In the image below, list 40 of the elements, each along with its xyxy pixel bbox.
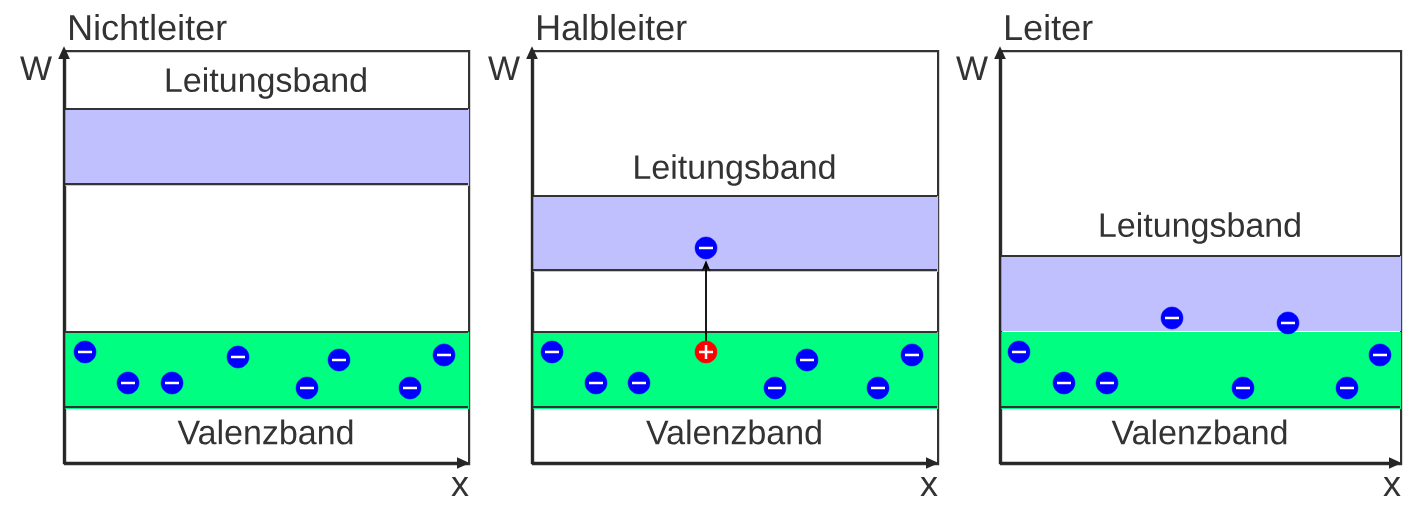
panel-title: Halbleiter [538, 13, 687, 41]
electron-symbol [295, 376, 319, 400]
band-label: Leitungsband [635, 154, 835, 186]
hole-symbol [694, 340, 718, 364]
electron-symbol [1368, 343, 1392, 367]
electron-symbol [763, 376, 787, 400]
electron-symbol [116, 371, 140, 395]
band-label: Leitungsband [166, 67, 366, 99]
electron-symbol [866, 376, 890, 400]
electron-symbol [1335, 376, 1359, 400]
band-label: Valenzband [177, 419, 353, 445]
electron-symbol [1052, 371, 1076, 395]
electron-symbol [627, 371, 651, 395]
electron-symbol [327, 348, 351, 372]
axis-label: W [488, 56, 520, 80]
electron-symbol [1276, 311, 1300, 335]
axis-label: x [451, 477, 469, 496]
electron-symbol [160, 371, 184, 395]
band-label: Valenzband [646, 419, 821, 445]
electron-symbol [226, 345, 250, 369]
axis-label: W [20, 56, 52, 80]
electron-symbol [398, 376, 422, 400]
electron-symbol [1007, 340, 1031, 364]
electron-symbol [1160, 306, 1184, 330]
electron-symbol [900, 343, 924, 367]
band-label: Valenzband [1111, 419, 1287, 445]
panel-title: Leiter [1006, 13, 1093, 41]
axis-label: x [1383, 477, 1401, 496]
electron-symbol [795, 348, 819, 372]
electron-symbol [540, 340, 564, 364]
electron-symbol [1231, 376, 1255, 400]
band-label: Leitungsband [1100, 212, 1300, 244]
axis-label: W [956, 56, 988, 80]
panel-title: Nichtleiter [70, 13, 227, 41]
electron-symbol [584, 371, 608, 395]
axis-label: x [920, 477, 938, 496]
electron-symbol [73, 340, 97, 364]
electron-symbol [1095, 371, 1119, 395]
electron-symbol [432, 343, 456, 367]
electron-symbol [694, 236, 718, 260]
